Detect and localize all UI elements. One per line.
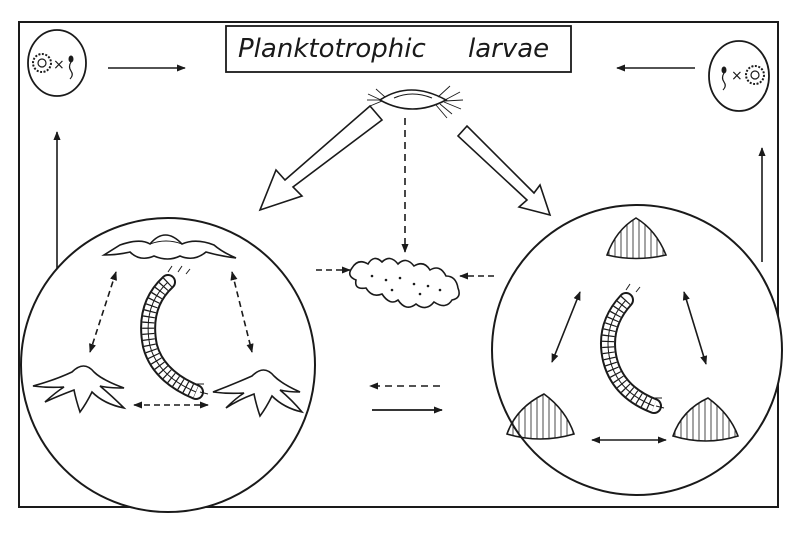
- egg-icon: [32, 53, 52, 73]
- dashed-double-arrow-left-top-to-left: [89, 271, 117, 353]
- sperm-icon: [68, 55, 74, 80]
- annelid-worm-icon: [600, 283, 665, 414]
- medusa-icon: [212, 369, 305, 418]
- scallop-shell-icon: [605, 217, 668, 260]
- medusa-icon: [101, 234, 237, 260]
- title-word-larvae: larvae: [468, 34, 549, 64]
- left-life-cycle-circle: [20, 217, 316, 513]
- egg-icon: [745, 65, 765, 85]
- left-gametes-circle: ×: [27, 29, 87, 97]
- ciliated-larva-icon: [367, 85, 464, 119]
- title-box: Planktotrophic larvae: [225, 25, 572, 73]
- medusa-icon: [32, 365, 127, 414]
- right-gametes-circle: ×: [708, 40, 770, 112]
- cross-symbol: ×: [53, 57, 65, 73]
- polyp-colony-icon: [348, 257, 460, 309]
- hollow-arrow-to-left-circle: [258, 104, 384, 212]
- scallop-shell-icon: [671, 397, 740, 442]
- double-arrow-right-top-to-left: [551, 291, 581, 363]
- scallop-shell-icon: [505, 393, 576, 440]
- title-word-planktotrophic: Planktotrophic: [238, 34, 426, 64]
- hollow-arrow-to-right-circle: [456, 124, 552, 217]
- double-arrow-right-top-to-right: [682, 291, 708, 365]
- dashed-double-arrow-left-top-to-right: [230, 271, 254, 353]
- right-life-cycle-circle: [491, 204, 783, 496]
- outer-frame: [18, 21, 779, 508]
- annelid-worm-icon: [140, 265, 209, 400]
- cross-symbol: ×: [731, 68, 743, 84]
- sperm-icon: [721, 66, 727, 91]
